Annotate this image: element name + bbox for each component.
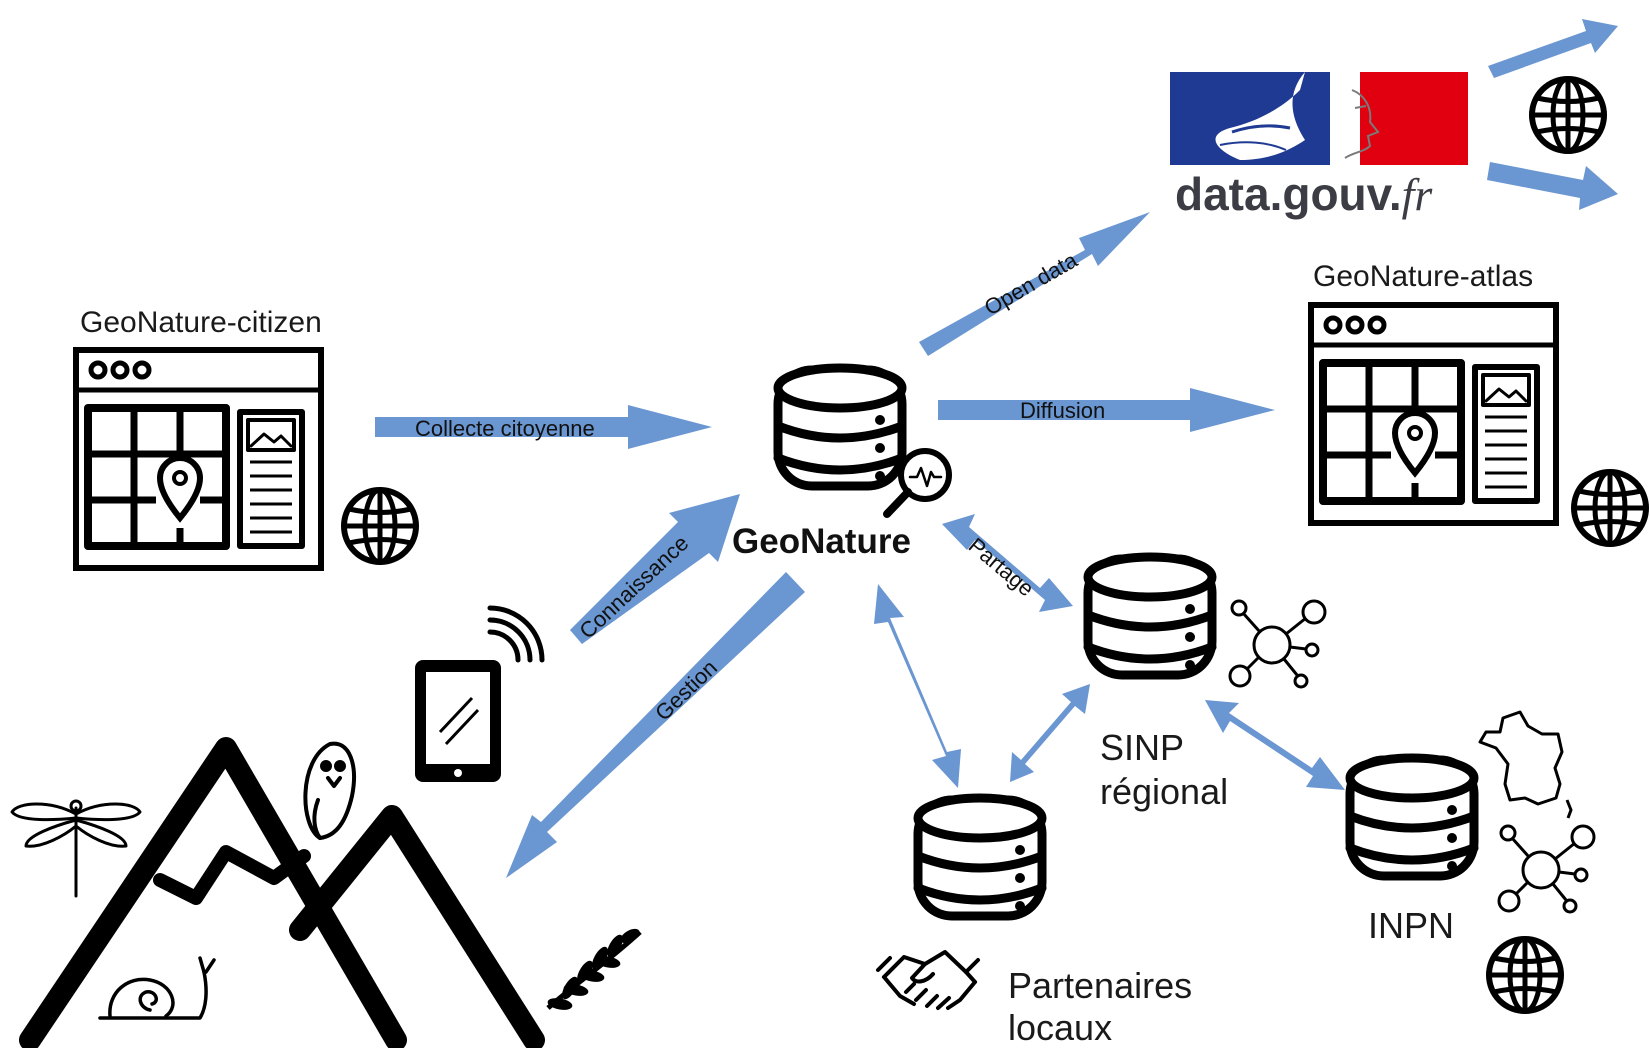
arrow-sinp-partners bbox=[1010, 684, 1090, 782]
database-icon bbox=[1350, 758, 1474, 876]
magnifier-icon bbox=[883, 448, 952, 518]
dragonfly-icon bbox=[10, 799, 142, 898]
arrow-partage bbox=[942, 514, 1073, 612]
datagouv-main: data.gouv. bbox=[1175, 168, 1402, 220]
datagouv-logo: data.gouv.fr bbox=[1170, 72, 1468, 220]
sinp-label-1: SINP bbox=[1100, 727, 1184, 768]
database-icon bbox=[778, 368, 902, 486]
inpn-label: INPN bbox=[1368, 905, 1454, 946]
marianne-logo bbox=[1215, 72, 1380, 165]
smartphone-icon bbox=[415, 605, 545, 782]
handshake-icon bbox=[876, 950, 980, 1010]
arrow-sinp-inpn bbox=[1205, 700, 1345, 790]
france-map-icon bbox=[1478, 710, 1573, 819]
globe-icon bbox=[1532, 79, 1604, 151]
partners-label-2: locaux bbox=[1008, 1007, 1112, 1048]
snail-icon bbox=[98, 956, 216, 1020]
database-icon bbox=[1088, 557, 1212, 675]
sinp-label-2: régional bbox=[1100, 771, 1228, 812]
citizen-label: GeoNature-citizen bbox=[80, 306, 322, 339]
fern-icon bbox=[546, 928, 642, 1010]
network-icon bbox=[1228, 599, 1327, 689]
arrow-connaissance bbox=[570, 494, 740, 644]
label-gestion: Gestion bbox=[650, 655, 722, 726]
globe-icon bbox=[1574, 472, 1646, 544]
label-connaissance: Connaissance bbox=[574, 530, 693, 643]
mountain-icon bbox=[19, 737, 545, 1048]
arrow-open-data bbox=[919, 212, 1150, 356]
database-icon bbox=[918, 798, 1042, 916]
browser-window-icon bbox=[1311, 305, 1556, 523]
arrows bbox=[375, 19, 1618, 878]
atlas-label: GeoNature-atlas bbox=[1313, 260, 1533, 293]
core-label: GeoNature bbox=[732, 522, 911, 561]
label-partage: Partage bbox=[964, 533, 1039, 602]
arrow-gestion bbox=[506, 572, 805, 878]
label-collecte: Collecte citoyenne bbox=[415, 416, 595, 441]
globe-icon bbox=[1489, 939, 1561, 1011]
datagouv-suffix: fr bbox=[1402, 169, 1434, 220]
browser-window-icon bbox=[76, 350, 321, 568]
arrow-out-bottom bbox=[1487, 162, 1618, 210]
label-open-data: Open data bbox=[980, 247, 1082, 320]
globe-icon bbox=[344, 490, 416, 562]
arrow-diffusion bbox=[938, 388, 1275, 432]
partners-label-1: Partenaires bbox=[1008, 965, 1192, 1006]
arrow-geo-partners bbox=[874, 584, 961, 788]
label-diffusion: Diffusion bbox=[1020, 398, 1105, 423]
arrow-collecte bbox=[375, 405, 712, 449]
network-icon bbox=[1497, 824, 1596, 914]
bird-icon bbox=[303, 741, 356, 840]
arrow-out-top bbox=[1488, 19, 1618, 78]
datagouv-text: data.gouv.fr bbox=[1175, 168, 1433, 220]
